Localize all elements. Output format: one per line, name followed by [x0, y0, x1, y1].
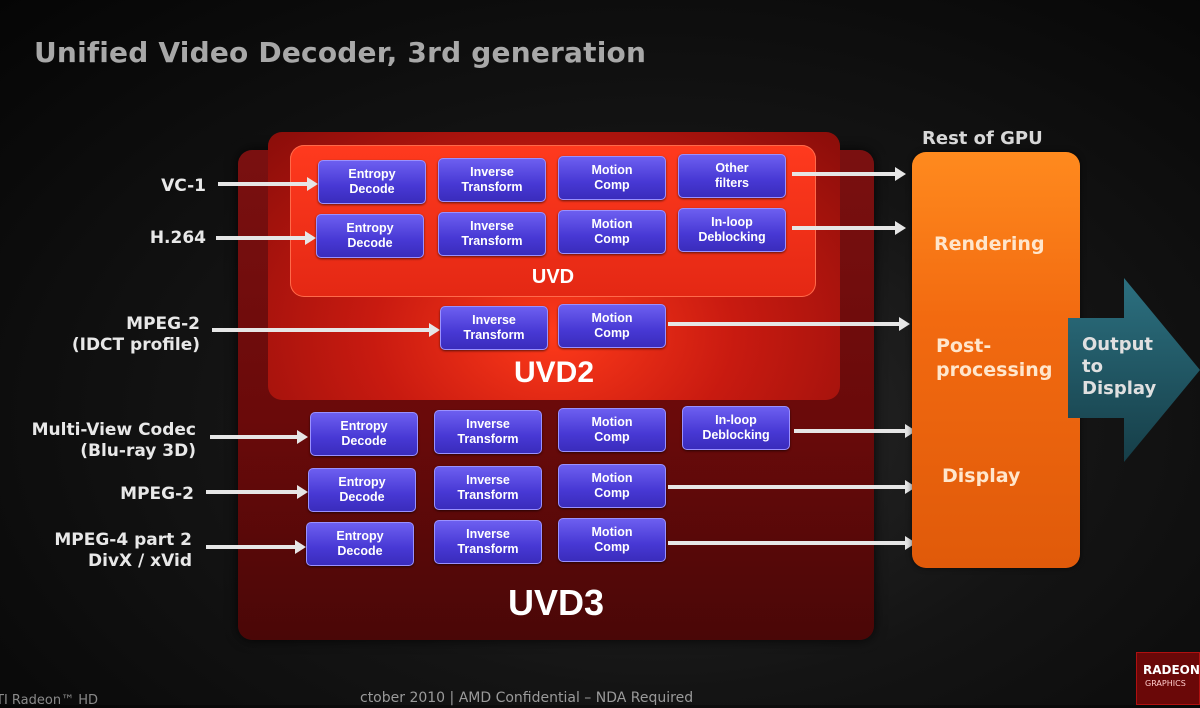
arrow-h264-in [216, 231, 316, 245]
arrow-h264-out [792, 221, 906, 235]
arrow-mpeg2-idct-out [668, 317, 910, 331]
logo-sub: GRAPHICS [1145, 679, 1186, 688]
input-label-mpeg2-idct: MPEG-2 (IDCT profile) [71, 314, 200, 355]
block-h264-motion-comp: Motion Comp [558, 210, 666, 254]
arrow-mpeg2-out [668, 480, 916, 494]
block-mpeg2-inverse-transform: Inverse Transform [434, 466, 542, 510]
block-h264-inverse-transform: Inverse Transform [438, 212, 546, 256]
input-label-mvc: Multi-View Codec (Blu-ray 3D) [31, 420, 196, 461]
logo-brand: RADEON [1143, 663, 1200, 677]
block-vc1-motion-comp: Motion Comp [558, 156, 666, 200]
footer-text: ctober 2010 | AMD Confidential – NDA Req… [360, 690, 694, 706]
block-vc1-inverse-transform: Inverse Transform [438, 158, 546, 202]
arrow-vc1-in [218, 177, 318, 191]
block-mvc-inverse-transform: Inverse Transform [434, 410, 542, 454]
block-mvc-inloop-deblocking: In-loop Deblocking [682, 406, 790, 450]
input-label-mpeg4: MPEG-4 part 2 DivX / xVid [54, 530, 192, 571]
input-label-mpeg2: MPEG-2 [120, 484, 194, 504]
arrow-mpeg4-out [668, 536, 916, 550]
block-mpeg4-inverse-transform: Inverse Transform [434, 520, 542, 564]
block-mpeg2-idct-motion-comp: Motion Comp [558, 304, 666, 348]
arrow-mpeg2-idct-in [212, 323, 440, 337]
output-to-display-arrow [1068, 278, 1200, 462]
arrow-mvc-in [210, 430, 308, 444]
block-mpeg2-idct-inverse-transform: Inverse Transform [440, 306, 548, 350]
gpu-stage-display: Display [942, 465, 1021, 487]
footer-left-text: TI Radeon™ HD [0, 693, 98, 708]
block-h264-inloop-deblocking: In-loop Deblocking [678, 208, 786, 252]
gpu-stage-rendering: Rendering [934, 233, 1045, 255]
output-to-display-label: Output to Display [1082, 334, 1157, 399]
block-h264-entropy-decode: Entropy Decode [316, 214, 424, 258]
radeon-graphics-logo: RADEON GRAPHICS [1136, 652, 1200, 705]
block-mpeg2-motion-comp: Motion Comp [558, 464, 666, 508]
block-vc1-entropy-decode: Entropy Decode [318, 160, 426, 204]
gpu-stage-postprocessing: Post- processing [936, 335, 1053, 381]
arrow-mpeg4-in [206, 540, 306, 554]
uvd-label: UVD [531, 266, 575, 288]
slide-title: Unified Video Decoder, 3rd generation [34, 36, 647, 69]
arrow-vc1-out [792, 167, 906, 181]
block-mvc-motion-comp: Motion Comp [558, 408, 666, 452]
rest-of-gpu-box [912, 152, 1080, 568]
arrow-mvc-out [794, 424, 916, 438]
arrow-mpeg2-in [206, 485, 308, 499]
block-mpeg4-entropy-decode: Entropy Decode [306, 522, 414, 566]
block-mpeg2-entropy-decode: Entropy Decode [308, 468, 416, 512]
input-label-h264: H.264 [149, 228, 206, 248]
uvd3-label: UVD3 [507, 582, 605, 623]
input-label-vc1: VC-1 [161, 176, 206, 196]
block-mvc-entropy-decode: Entropy Decode [310, 412, 418, 456]
uvd2-label: UVD2 [513, 356, 595, 389]
rest-of-gpu-label: Rest of GPU [922, 128, 1043, 149]
block-vc1-other-filters: Other filters [678, 154, 786, 198]
block-mpeg4-motion-comp: Motion Comp [558, 518, 666, 562]
